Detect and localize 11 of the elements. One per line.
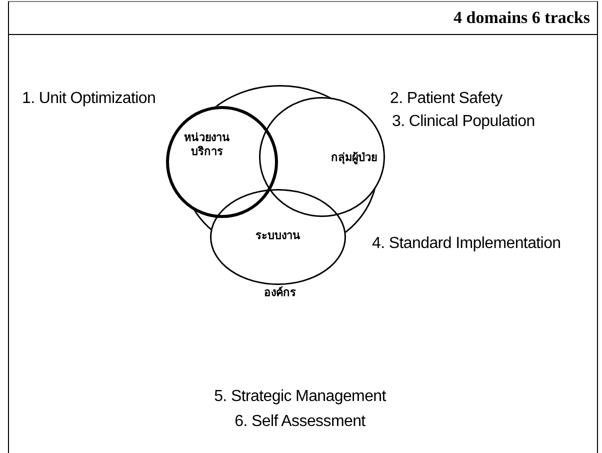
track-label: 5. Strategic Management xyxy=(214,388,386,406)
circle-label: ระบบงาน xyxy=(254,230,302,244)
track-label: 6. Self Assessment xyxy=(234,413,366,431)
circle-label: กลุ่มผู้ป่วย xyxy=(330,152,378,166)
title: 4 domains 6 tracks xyxy=(454,8,590,28)
track-label: 2. Patient Safety xyxy=(390,90,502,108)
circle-label: องค์กร xyxy=(263,287,297,301)
circle-label: หน่วยงานบริการ xyxy=(183,132,231,160)
track-label: 4. Standard Implementation xyxy=(372,235,561,253)
track-label: 1. Unit Optimization xyxy=(22,90,156,108)
track-label: 3. Clinical Population xyxy=(392,113,535,131)
